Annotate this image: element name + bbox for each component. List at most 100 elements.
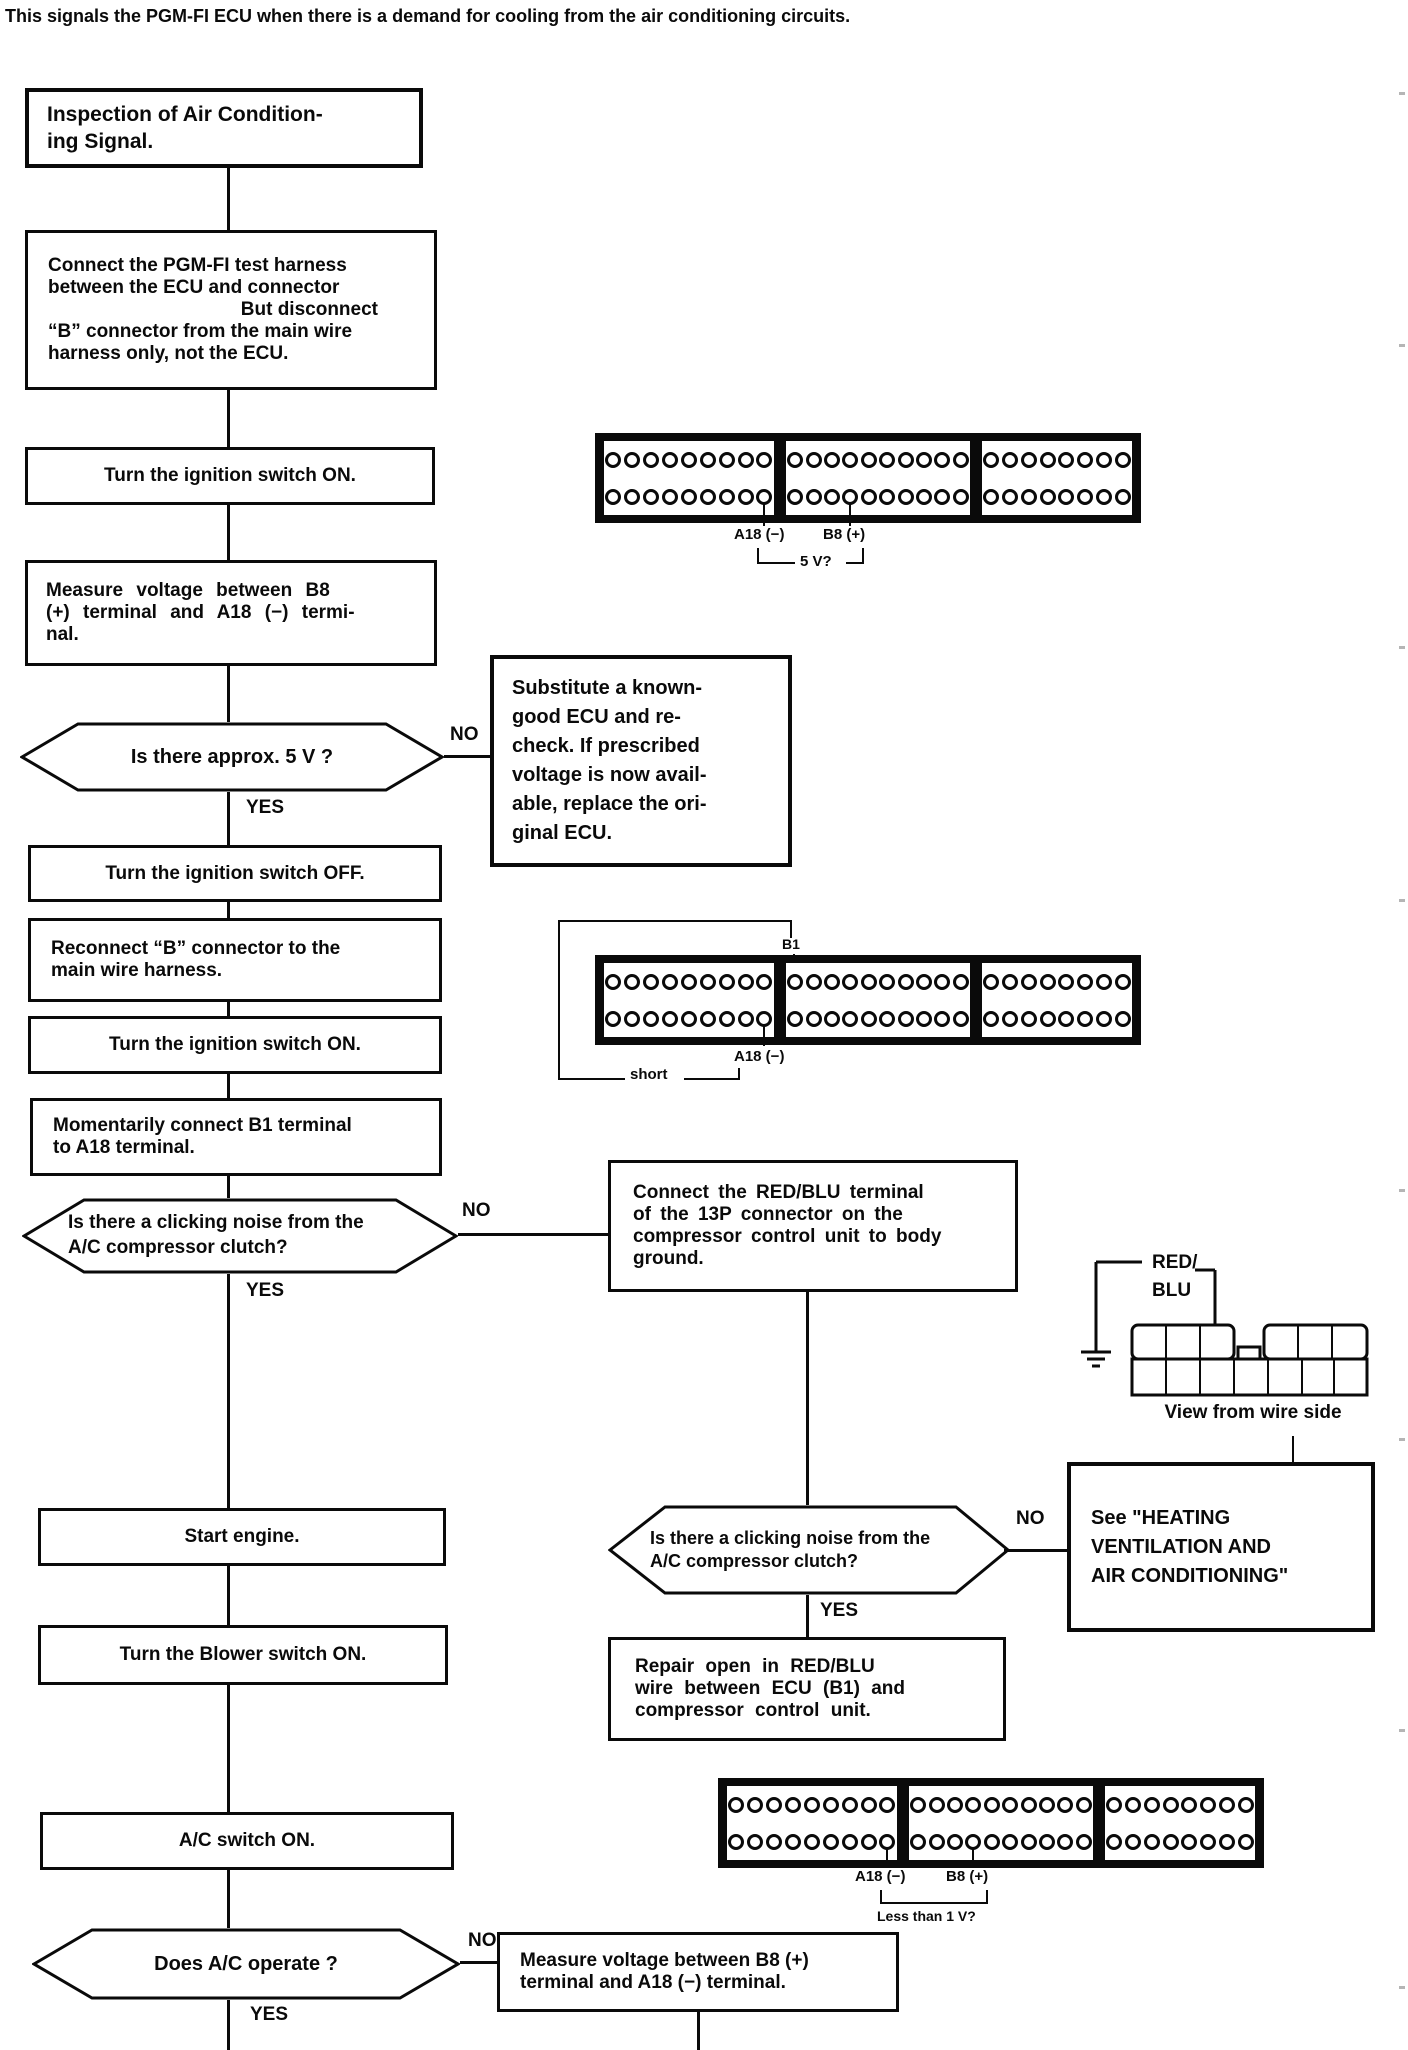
view-from-wire-side-caption: View from wire side <box>1164 1402 1342 1423</box>
connector-pin <box>1075 1833 1092 1850</box>
substitute-ecu-box: Substitute a known- good ECU and re- che… <box>490 655 792 867</box>
connector-pin <box>1039 488 1056 505</box>
connector-pin <box>841 1796 858 1813</box>
redblu-wire-label-line2: BLU <box>1152 1280 1192 1301</box>
connector-pin <box>766 1833 783 1850</box>
connector-pin <box>965 1833 982 1850</box>
connector-pin <box>1058 451 1075 468</box>
page-edge-mark <box>1399 1189 1405 1192</box>
connector-pin <box>1125 1833 1142 1850</box>
flow-line <box>227 505 230 560</box>
connector-pin <box>842 973 859 990</box>
connector-pin <box>1020 451 1037 468</box>
page-edge-mark <box>1399 1438 1405 1441</box>
connector-pin <box>952 488 969 505</box>
connect-harness-line: between the ECU and connector <box>48 277 340 298</box>
flow-line <box>227 1870 230 1928</box>
connector-pin <box>841 1833 858 1850</box>
connector-pin <box>842 488 859 505</box>
connector-block-b <box>786 963 970 1037</box>
connector-pin <box>1114 1010 1131 1027</box>
yes-label: YES <box>246 1280 285 1301</box>
bracket-line <box>757 548 759 564</box>
connector-pin <box>805 451 822 468</box>
connector-pin <box>699 488 716 505</box>
flow-line <box>697 2012 700 2050</box>
connector-pin <box>1181 1796 1198 1813</box>
flow-line <box>227 1566 230 1625</box>
momentarily-connect-text: Momentarily connect B1 terminal to A18 t… <box>53 1115 352 1158</box>
connector-pin <box>1095 1010 1112 1027</box>
connector-pin <box>1143 1796 1160 1813</box>
ignition-off-box: Turn the ignition switch OFF. <box>28 845 442 902</box>
bracket-line <box>862 548 864 564</box>
see-heating-text: See "HEATING VENTILATION AND AIR CONDITI… <box>1091 1506 1289 1587</box>
connector-pin <box>1075 1796 1092 1813</box>
connector-pin <box>879 488 896 505</box>
connector-pin <box>965 1796 982 1813</box>
connector-pin <box>983 451 1000 468</box>
connector-pin <box>624 973 641 990</box>
bracket-line <box>880 1890 882 1904</box>
decision-clicking-1-text: Is there a clicking noise from the A/C c… <box>68 1212 364 1258</box>
connector-pin <box>605 451 622 468</box>
measure-voltage-box-1: Measure voltage between B8 (+) terminal … <box>25 560 437 666</box>
ignition-on-box-2: Turn the ignition switch ON. <box>28 1016 442 1074</box>
connector-pin <box>1095 973 1112 990</box>
short-bracket-line <box>558 920 560 1080</box>
connector-pin <box>680 973 697 990</box>
start-engine-text: Start engine. <box>184 1526 300 1547</box>
intro-text: This signals the PGM-FI ECU when there i… <box>5 6 851 26</box>
connector-pin <box>1039 451 1056 468</box>
connector-pin <box>1058 973 1075 990</box>
connector-pin <box>756 451 773 468</box>
connector-pin <box>915 488 932 505</box>
connector-pin <box>1058 1010 1075 1027</box>
connector-pin <box>983 1796 1000 1813</box>
13p-connector-illustration <box>1081 1260 1369 1397</box>
connector-pin <box>787 451 804 468</box>
connector-pin <box>1002 973 1019 990</box>
connector-pin <box>1020 1833 1037 1850</box>
no-branch-line <box>1004 1549 1067 1552</box>
yes-label: YES <box>246 797 285 818</box>
connector-pin <box>952 1010 969 1027</box>
connector-pin <box>1002 1010 1019 1027</box>
connector-pin <box>1020 1010 1037 1027</box>
connector-pin <box>946 1833 963 1850</box>
connector-pin <box>952 973 969 990</box>
leader-line <box>1292 1436 1294 1462</box>
connect-harness-box: Connect the PGM-FI test harness between … <box>25 230 437 390</box>
pin-pointer-line <box>763 504 765 526</box>
hexagon-shape <box>32 1928 460 2000</box>
connector-pin <box>823 973 840 990</box>
connector-block-a <box>604 441 774 515</box>
pin-pointer-line <box>763 1026 765 1046</box>
connector-pin <box>805 1010 822 1027</box>
connector-pin <box>1218 1833 1235 1850</box>
connector-pin <box>737 451 754 468</box>
bracket-line <box>846 562 864 564</box>
decision-approx-5v: Is there approx. 5 V ? <box>20 722 444 792</box>
connector-pin <box>952 451 969 468</box>
redblu-wire-label-line1: RED/ <box>1152 1252 1198 1273</box>
connector-pin <box>823 451 840 468</box>
connector-pin <box>680 488 697 505</box>
connector-pin <box>910 1796 927 1813</box>
connector-block-b <box>909 1786 1093 1860</box>
connector-pin <box>928 1796 945 1813</box>
connector-pin <box>983 488 1000 505</box>
a18-label: A18 (−) <box>734 1048 785 1065</box>
ignition-on-text: Turn the ignition switch ON. <box>104 465 356 486</box>
connector-pin <box>1162 1796 1179 1813</box>
a18-label: A18 (−) <box>855 1868 906 1885</box>
measure-voltage-box-2: Measure voltage between B8 (+) terminal … <box>497 1932 899 2012</box>
connector-pin <box>624 1010 641 1027</box>
connector-pin <box>915 973 932 990</box>
connector-pin <box>928 1833 945 1850</box>
flow-line <box>227 1274 230 1508</box>
connector-pin <box>643 451 660 468</box>
connector-pin <box>879 451 896 468</box>
connector-pin <box>983 973 1000 990</box>
connector-pin <box>1038 1833 1055 1850</box>
